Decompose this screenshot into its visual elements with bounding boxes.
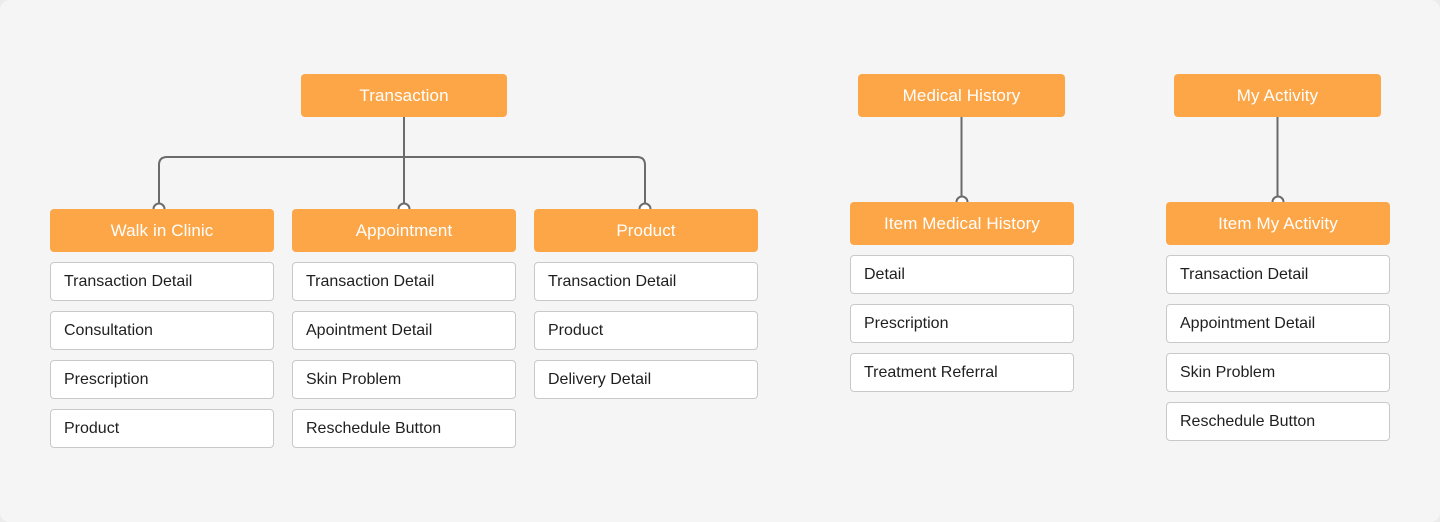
list-item: Product: [50, 409, 274, 448]
list-item: Transaction Detail: [50, 262, 274, 301]
list-item: Transaction Detail: [534, 262, 758, 301]
list-item: Skin Problem: [1166, 353, 1390, 392]
list-item: Appointment Detail: [1166, 304, 1390, 343]
root-node-medical-history: Medical History: [858, 74, 1065, 117]
list-item: Delivery Detail: [534, 360, 758, 399]
list-item: Prescription: [50, 360, 274, 399]
connector-bus-transaction: [158, 156, 646, 209]
child-node-item-my-activity: Item My Activity: [1166, 202, 1390, 245]
list-item: Skin Problem: [292, 360, 516, 399]
list-item: Consultation: [50, 311, 274, 350]
child-node-walk-in-clinic: Walk in Clinic: [50, 209, 274, 252]
list-item: Transaction Detail: [292, 262, 516, 301]
list-item: Reschedule Button: [1166, 402, 1390, 441]
child-node-product: Product: [534, 209, 758, 252]
list-item: Detail: [850, 255, 1074, 294]
list-item: Reschedule Button: [292, 409, 516, 448]
list-item: Prescription: [850, 304, 1074, 343]
root-node-transaction: Transaction: [301, 74, 507, 117]
child-node-item-medical-history: Item Medical History: [850, 202, 1074, 245]
child-node-appointment: Appointment: [292, 209, 516, 252]
root-node-my-activity: My Activity: [1174, 74, 1381, 117]
list-item: Product: [534, 311, 758, 350]
list-item: Transaction Detail: [1166, 255, 1390, 294]
list-item: Treatment Referral: [850, 353, 1074, 392]
list-item: Apointment Detail: [292, 311, 516, 350]
